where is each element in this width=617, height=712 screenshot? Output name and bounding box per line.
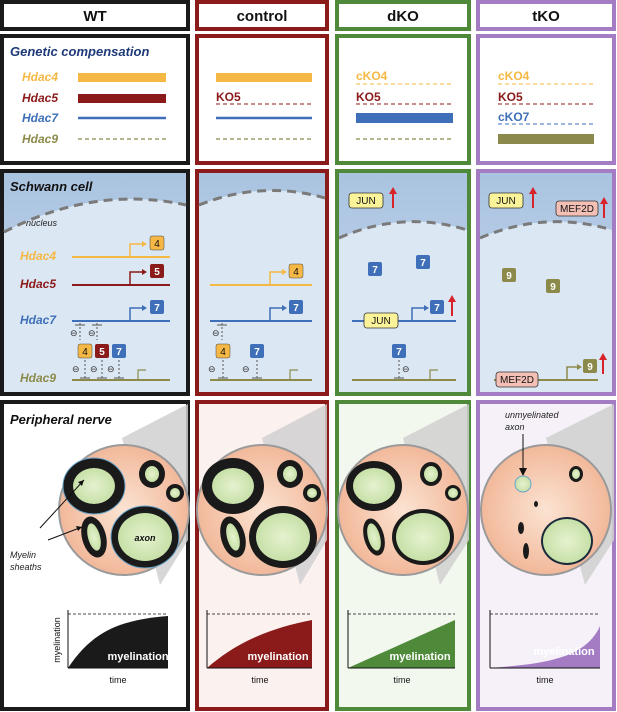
gene-label-hdac7-cell: Hdac7 — [20, 313, 57, 327]
peripheral-nerve-title: Peripheral nerve — [10, 412, 112, 427]
jun-box — [348, 192, 384, 209]
svg-text:JUN: JUN — [371, 316, 390, 327]
mini-chart-wt: myelination myelination time — [52, 610, 169, 685]
hdac4-bar — [78, 73, 166, 82]
gene-label-hdac9: Hdac9 — [22, 132, 58, 146]
svg-text:MEF2D: MEF2D — [560, 204, 594, 215]
svg-text:7: 7 — [293, 303, 299, 314]
nucleus-region — [4, 199, 186, 392]
svg-text:⊖: ⊖ — [107, 365, 115, 375]
svg-text:5: 5 — [99, 347, 105, 358]
svg-text:7: 7 — [372, 265, 378, 276]
svg-text:myelination: myelination — [533, 646, 594, 658]
genetic-compensation-title: Genetic compensation — [10, 44, 149, 59]
column-wt: WT Genetic compensation Hdac4 Hdac5 Hdac… — [0, 0, 190, 711]
svg-text:JUN: JUN — [356, 196, 375, 207]
svg-text:9: 9 — [587, 362, 593, 373]
up-arrow-icon — [389, 187, 397, 194]
svg-text:4: 4 — [220, 347, 226, 358]
svg-text:myelination: myelination — [52, 617, 62, 663]
svg-text:7: 7 — [434, 303, 440, 314]
column-title-control: control — [237, 8, 288, 25]
ko5-label-tko: KO5 — [498, 90, 523, 104]
svg-text:7: 7 — [154, 303, 160, 314]
svg-text:JUN: JUN — [496, 196, 515, 207]
column-title-dko: dKO — [387, 8, 419, 25]
cko4-label-dko: cKO4 — [356, 69, 388, 83]
gene-label-hdac4: Hdac4 — [22, 70, 58, 84]
ko5-label-control: KO5 — [216, 90, 241, 104]
gene-label-hdac5-cell: Hdac5 — [20, 277, 56, 291]
svg-text:⊖: ⊖ — [402, 365, 410, 375]
column-tko: tKO cKO4 KO5 cKO7 JUN MEF2D 9 9 MEF2D 9 — [476, 0, 616, 711]
svg-text:time: time — [109, 675, 126, 685]
cko7-label-tko: cKO7 — [498, 110, 530, 124]
svg-text:9: 9 — [506, 271, 512, 282]
svg-text:5: 5 — [154, 267, 160, 278]
ko5-label-dko: KO5 — [356, 90, 381, 104]
nuclear-envelope — [3, 197, 187, 234]
svg-text:time: time — [251, 675, 268, 685]
svg-text:⊖: ⊖ — [212, 329, 220, 339]
svg-text:⊖: ⊖ — [88, 329, 96, 339]
svg-text:⊖: ⊖ — [242, 365, 250, 375]
column-control: control KO5 4 7 ⊖ 4 7 ⊖ ⊖ — [195, 0, 329, 711]
svg-text:4: 4 — [154, 239, 160, 250]
svg-text:myelination: myelination — [107, 651, 168, 663]
gene-label-hdac5: Hdac5 — [22, 91, 58, 105]
svg-text:9: 9 — [550, 282, 556, 293]
gene-label-hdac7: Hdac7 — [22, 111, 59, 125]
gene-label-hdac4-cell: Hdac4 — [20, 249, 56, 263]
svg-text:MEF2D: MEF2D — [500, 375, 534, 386]
hdac7-protein-box — [150, 300, 164, 314]
svg-text:7: 7 — [254, 347, 260, 358]
mini-chart-control: myelination time — [206, 610, 312, 685]
nucleus-label: nucleus — [26, 218, 58, 228]
svg-text:time: time — [536, 675, 553, 685]
hdac5-bar — [78, 94, 166, 103]
column-dko: dKO cKO4 KO5 JUN 7 7 JUN 7 7 ⊖ — [335, 0, 471, 711]
mini-chart-dko: myelination time — [347, 610, 455, 685]
hdac4-protein-box — [149, 235, 165, 251]
svg-text:7: 7 — [420, 258, 426, 269]
column-title-tko: tKO — [532, 8, 560, 25]
axon-label: axon — [134, 533, 156, 543]
gene-label-hdac9-cell: Hdac9 — [20, 371, 56, 385]
svg-text:⊖: ⊖ — [208, 365, 216, 375]
schwann-cell-title: Schwann cell — [10, 179, 93, 194]
svg-text:⊖: ⊖ — [72, 365, 80, 375]
svg-text:myelination: myelination — [389, 651, 450, 663]
mef2d-box — [555, 200, 599, 217]
cko4-label-tko: cKO4 — [498, 69, 530, 83]
mini-chart-tko: myelination time — [489, 610, 600, 685]
svg-text:⊖: ⊖ — [70, 329, 78, 339]
svg-text:7: 7 — [396, 347, 402, 358]
svg-text:4: 4 — [82, 347, 88, 358]
column-title-wt: WT — [83, 8, 106, 25]
svg-text:time: time — [393, 675, 410, 685]
svg-text:myelination: myelination — [247, 651, 308, 663]
svg-text:7: 7 — [116, 347, 122, 358]
svg-text:⊖: ⊖ — [90, 365, 98, 375]
svg-text:4: 4 — [293, 267, 299, 278]
hdac5-protein-box — [150, 264, 164, 278]
